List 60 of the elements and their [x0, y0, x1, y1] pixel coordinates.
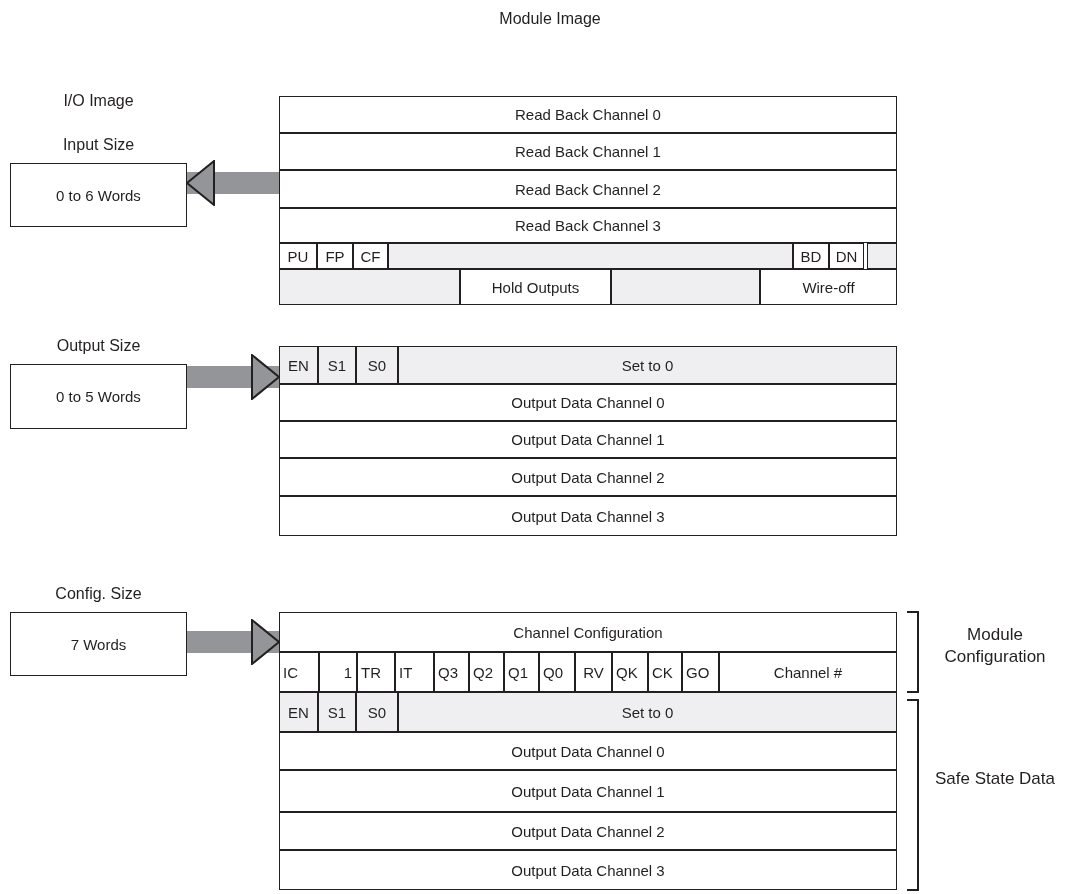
block-arrow: [186, 160, 279, 206]
size-value: 7 Words: [70, 635, 127, 653]
table-field: GO: [682, 652, 719, 692]
table-field: BD: [793, 243, 829, 269]
memory-table: [279, 612, 897, 890]
block-arrow: [187, 354, 280, 400]
title-label: Module Image: [498, 10, 602, 28]
size-heading: Config. Size: [54, 585, 143, 603]
table-field: S0: [356, 346, 398, 384]
table-field: 1: [319, 652, 357, 692]
size-box: [10, 612, 187, 676]
memory-table: [279, 96, 897, 305]
table-field: TR: [357, 652, 395, 692]
table-field: S0: [356, 692, 398, 732]
size-heading: Output Size: [55, 337, 142, 355]
table-field: Channel #: [719, 652, 897, 692]
table-field: S1: [318, 346, 356, 384]
memory-table: [279, 346, 897, 536]
size-value: 0 to 6 Words: [56, 186, 141, 204]
table-field: S1: [318, 692, 356, 732]
column-label: I/O Image: [62, 92, 135, 110]
block-arrow: [187, 619, 280, 665]
table-field: Output Data Channel 1: [279, 770, 897, 812]
table-field: Output Data Channel 3: [279, 850, 897, 890]
table-field: Read Back Channel 1: [279, 133, 897, 170]
table-field: Set to 0: [398, 346, 897, 384]
table-field: PU: [279, 243, 317, 269]
table-field: Output Data Channel 2: [279, 458, 897, 496]
table-field: FP: [317, 243, 353, 269]
table-field: Set to 0: [398, 692, 897, 732]
group-label: Module Configuration: [943, 624, 1047, 668]
table-field: QK: [612, 652, 648, 692]
table-field: Output Data Channel 3: [279, 496, 897, 536]
size-value: 0 to 5 Words: [56, 388, 141, 405]
table-field: CF: [353, 243, 388, 269]
table-field: Read Back Channel 0: [279, 96, 897, 133]
table-field: IT: [395, 652, 434, 692]
table-field: EN: [279, 346, 318, 384]
size-box: [10, 163, 187, 227]
table-field: IC: [279, 652, 319, 692]
size-heading: Input Size: [61, 136, 136, 154]
table-field: EN: [279, 692, 318, 732]
table-field: Read Back Channel 2: [279, 170, 897, 208]
table-field: Hold Outputs: [460, 269, 611, 305]
table-field: Output Data Channel 0: [279, 384, 897, 421]
table-field: Wire-off: [760, 269, 897, 305]
table-field: Output Data Channel 0: [279, 732, 897, 770]
table-field: Q1: [504, 652, 539, 692]
table-field: Q0: [539, 652, 575, 692]
table-field: Read Back Channel 3: [279, 208, 897, 243]
table-field: RV: [575, 652, 612, 692]
table-field: Channel Configuration: [279, 612, 897, 652]
group-label: Safe State Data: [934, 768, 1056, 790]
table-field: Output Data Channel 2: [279, 812, 897, 850]
table-field: Q3: [434, 652, 469, 692]
table-field: Output Data Channel 1: [279, 421, 897, 458]
table-field: CK: [648, 652, 682, 692]
table-field: DN: [829, 243, 864, 269]
table-field: Q2: [469, 652, 504, 692]
size-box: [10, 364, 187, 429]
